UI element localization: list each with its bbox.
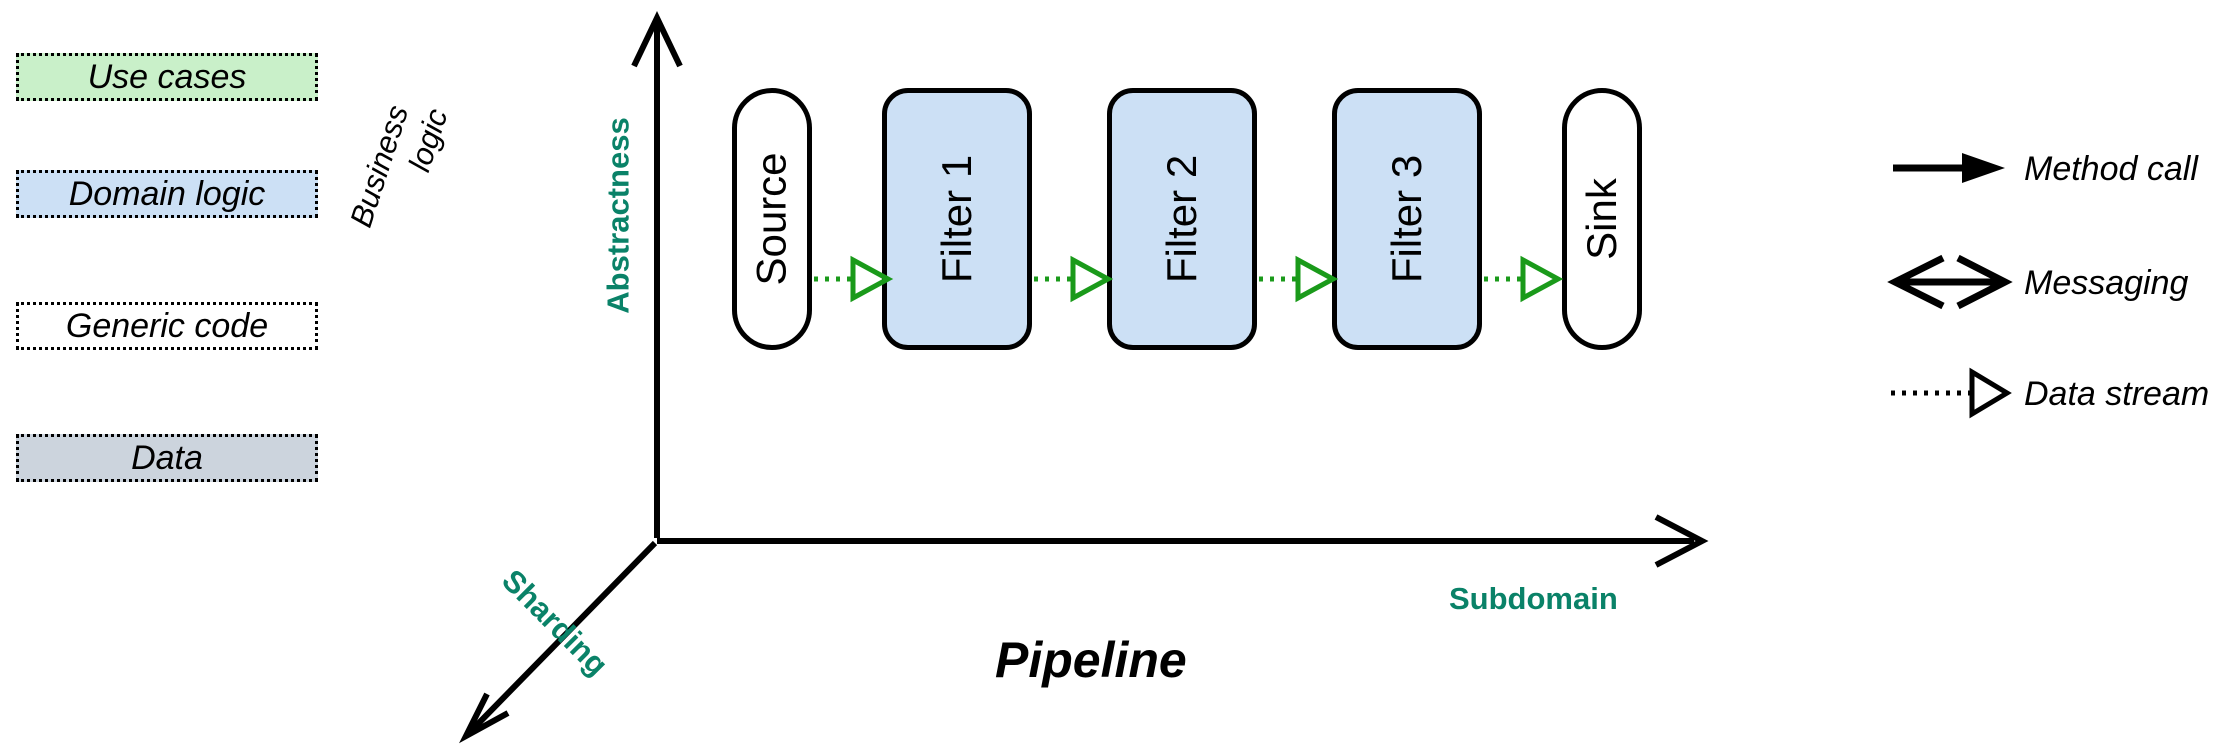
z-axis-line [469, 540, 658, 733]
pipeline-node-sink[interactable]: Sink [1562, 88, 1642, 350]
connector-filter1-filter2-arrowhead [1070, 255, 1114, 303]
y-axis-arrowhead [631, 11, 683, 68]
connector-filter3-sink-arrowhead [1520, 255, 1564, 303]
pipeline-node-filter-3[interactable]: Filter 3 [1332, 88, 1482, 350]
pipeline-node-source[interactable]: Source [732, 88, 812, 350]
pipeline-node-filter-1[interactable]: Filter 1 [882, 88, 1032, 350]
category-label: Generic code [65, 307, 269, 345]
legend-label-method-call: Method call [2024, 150, 2198, 188]
category-box-domain-logic: Domain logic [16, 170, 318, 218]
legend-label-messaging: Messaging [2024, 264, 2189, 302]
method-call-icon [1893, 153, 2005, 183]
category-box-use-cases: Use cases [16, 53, 318, 101]
category-label: Use cases [87, 58, 247, 96]
category-label: Domain logic [68, 175, 266, 213]
z-axis-arrowhead [459, 692, 510, 744]
pipeline-node-filter-2[interactable]: Filter 2 [1107, 88, 1257, 350]
category-box-generic-code: Generic code [16, 302, 318, 350]
subdomain-axis-label: Subdomain [1449, 581, 1618, 616]
category-label: Data [131, 439, 203, 477]
x-axis-arrowhead [1654, 514, 1709, 568]
messaging-icon [1887, 254, 2013, 310]
connector-filter2-filter3-arrowhead [1295, 255, 1339, 303]
category-box-data: Data [16, 434, 318, 482]
page-title: Pipeline [995, 632, 1187, 688]
data-stream-icon [1891, 367, 2012, 419]
legend-label-data-stream: Data stream [2024, 375, 2210, 413]
connector-source-filter1-arrowhead [850, 255, 894, 303]
